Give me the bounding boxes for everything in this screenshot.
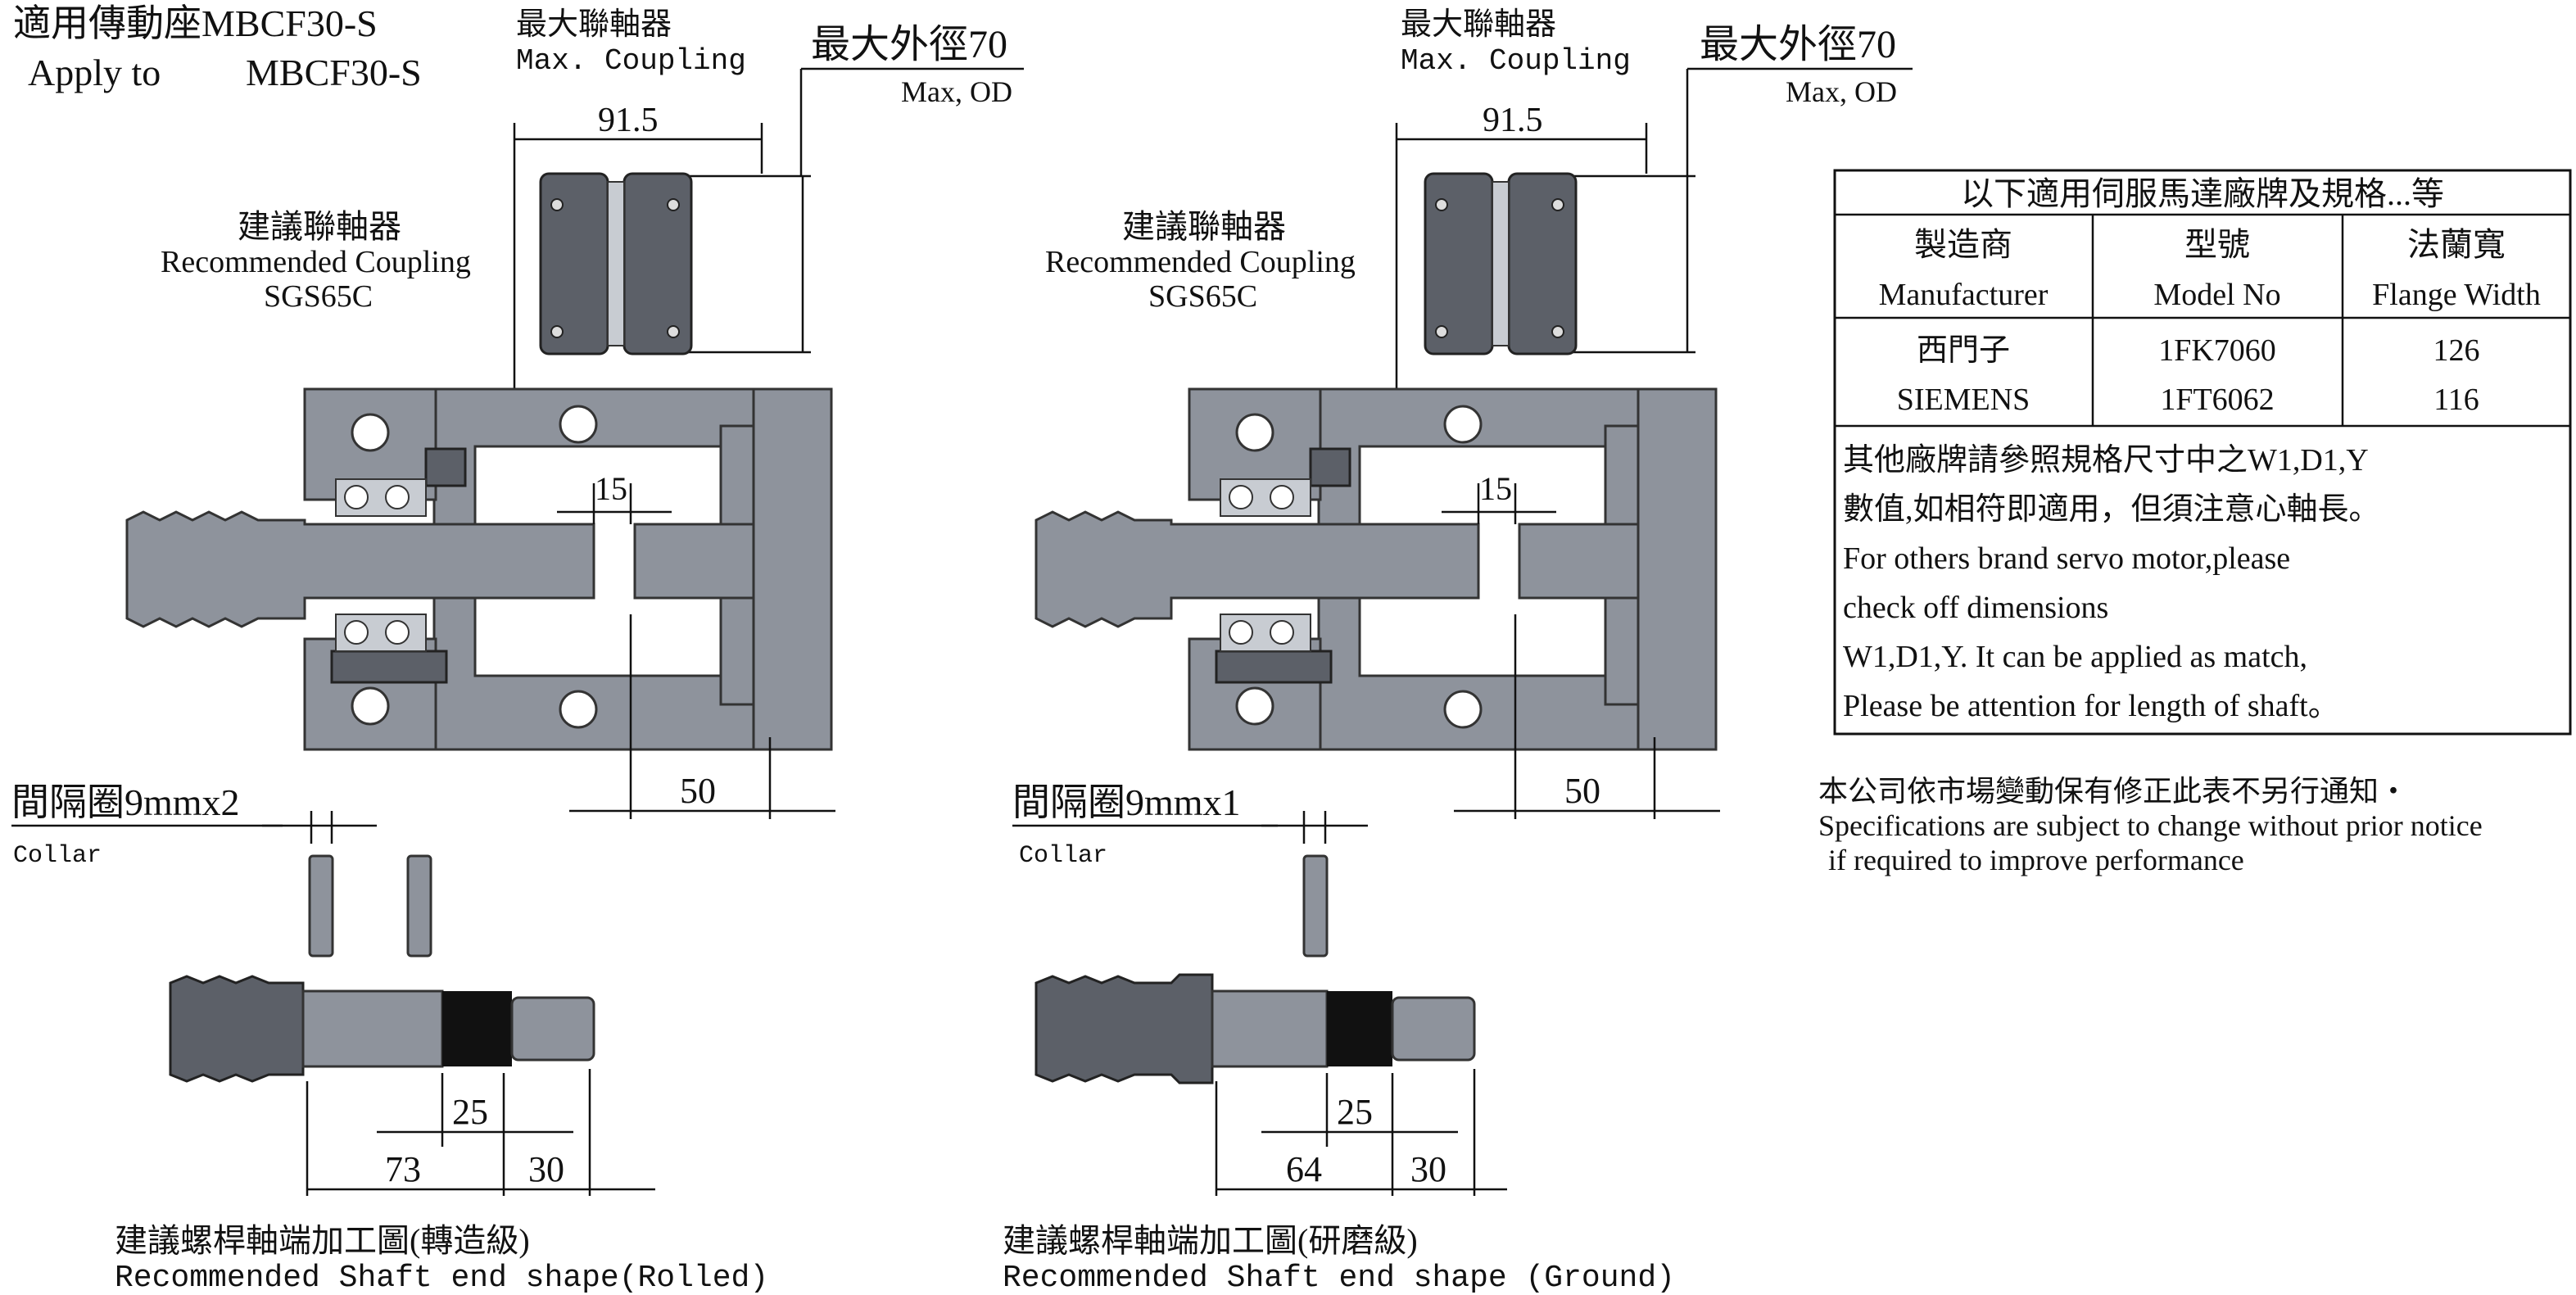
left-shaft [125,510,755,628]
table-row: SIEMENS 1FT6062 116 [1897,383,2479,417]
left-title-en-apply: Apply to [28,52,161,93]
left-dim-gap: 15 [595,470,627,507]
table-cell-manufacturer: SIEMENS [1897,383,2030,417]
disclaimer-en-2: if required to improve performance [1828,844,2244,876]
left-max-od-en: Max, OD [901,75,1012,108]
left-max-coupling-en: Max. Coupling [516,44,746,78]
left-dim-flange: 50 [680,771,716,811]
mid-shaft-en: Recommended Shaft end shape (Ground) [1003,1261,1675,1295]
mid-shaft-end [1034,973,1476,1084]
left-dim-shaft-a: 25 [452,1092,488,1132]
table-cell-flange: 126 [2433,333,2480,368]
mid-rec-coupling-en: Recommended Coupling [1045,245,1356,279]
disclaimer-en-1: Specifications are subject to change wit… [1818,809,2483,842]
left-shaft-cn: 建議螺桿軸端加工圖(轉造級) [115,1222,530,1259]
left-max-coupling-cn: 最大聯軸器 [516,7,672,42]
table-note-line: W1,D1,Y. It can be applied as match, [1843,640,2307,674]
left-collar-ring-1 [308,854,334,958]
table-frame [1833,169,2572,736]
table-cell-flange: 116 [2433,383,2479,417]
mid-max-od-en: Max, OD [1786,75,1897,108]
middle-assembly: 最大聯軸器 Max. Coupling 最大外徑70 Max, OD 建議聯軸器… [1003,7,1913,1295]
left-dim-shaft-b: 73 [385,1149,421,1189]
mid-max-coupling-en: Max. Coupling [1401,44,1631,78]
mid-collar-ring-1 [1302,854,1329,958]
mid-rec-coupling-model: SGS65C [1148,279,1257,314]
table-col-manufacturer-en: Manufacturer [1879,278,2049,312]
mid-max-coupling-cn: 最大聯軸器 [1401,7,1556,42]
left-collar-ring-2 [406,854,432,958]
left-title-en-model: MBCF30-S [246,52,422,93]
table-note-line: Please be attention for length of shaft。 [1843,689,2339,723]
motor-table: 以下適用伺服馬達廠牌及規格...等 製造商 Manufacturer 型號 Mo… [1833,169,2572,736]
mid-max-od-cn: 最大外徑70 [1700,23,1896,66]
table-col-model-cn: 型號 [2184,226,2250,263]
disclaimer: 本公司依市場變動保有修正此表不另行通知・ Specifications are … [1818,775,2483,876]
mid-dim-shaft-b: 64 [1286,1149,1322,1189]
left-assembly: 適用傳動座MBCF30-S Apply to MBCF30-S 最大聯軸器 Ma… [11,2,1024,1295]
table-col-flange-cn: 法蘭寬 [2407,226,2506,263]
table-col-model-en: Model No [2153,278,2280,312]
mid-shaft-cn: 建議螺桿軸端加工圖(研磨級) [1003,1222,1418,1259]
mid-shaft [1034,510,1640,628]
left-rec-coupling-model: SGS65C [264,279,373,314]
mid-dim-shaft-c: 30 [1410,1149,1446,1189]
mid-coupling [1424,172,1578,355]
disclaimer-cn: 本公司依市場變動保有修正此表不另行通知・ [1818,775,2408,808]
table-cell-model: 1FK7060 [2158,333,2276,368]
table-note-line: check off dimensions [1843,591,2108,625]
table-col-flange-en: Flange Width [2372,278,2541,312]
mid-rec-coupling-cn: 建議聯軸器 [1122,208,1286,245]
table-row: 西門子 1FK7060 126 [1917,333,2480,368]
mid-collar-en: Collar [1019,842,1107,870]
table-header: 以下適用伺服馬達廠牌及規格...等 [1961,175,2444,212]
left-dim-coupling: 91.5 [598,102,659,139]
left-collar-cn: 間隔圈9mmx2 [11,781,240,823]
left-shaft-en: Recommended Shaft end shape(Rolled) [115,1261,768,1295]
left-collar-en: Collar [13,842,102,870]
mid-dim-coupling: 91.5 [1483,102,1543,139]
left-coupling [539,172,693,355]
left-rec-coupling-cn: 建議聯軸器 [238,208,401,245]
mid-collar-cn: 間隔圈9mmx1 [1012,781,1241,823]
left-shaft-end [169,975,595,1083]
table-col-manufacturer-cn: 製造商 [1914,226,2012,263]
mid-dim-gap: 15 [1479,470,1512,507]
left-dim-shaft-c: 30 [528,1149,564,1189]
left-title-cn: 適用傳動座MBCF30-S [13,2,378,44]
mid-dim-flange: 50 [1564,771,1600,811]
table-note-line: For others brand servo motor,please [1843,541,2290,576]
mid-dim-shaft-a: 25 [1337,1092,1373,1132]
table-cell-model: 1FT6062 [2160,383,2274,417]
left-shaft-band [442,991,512,1066]
left-rec-coupling-en: Recommended Coupling [161,245,471,279]
table-note-line: 其他廠牌請參照規格尺寸中之W1,D1,Y [1843,443,2369,478]
table-cell-manufacturer: 西門子 [1917,333,2010,368]
table-note-line: 數值,如相符即適用，但須注意心軸長。 [1843,492,2380,527]
mid-shaft-band [1327,991,1392,1066]
left-max-od-cn: 最大外徑70 [811,23,1007,66]
